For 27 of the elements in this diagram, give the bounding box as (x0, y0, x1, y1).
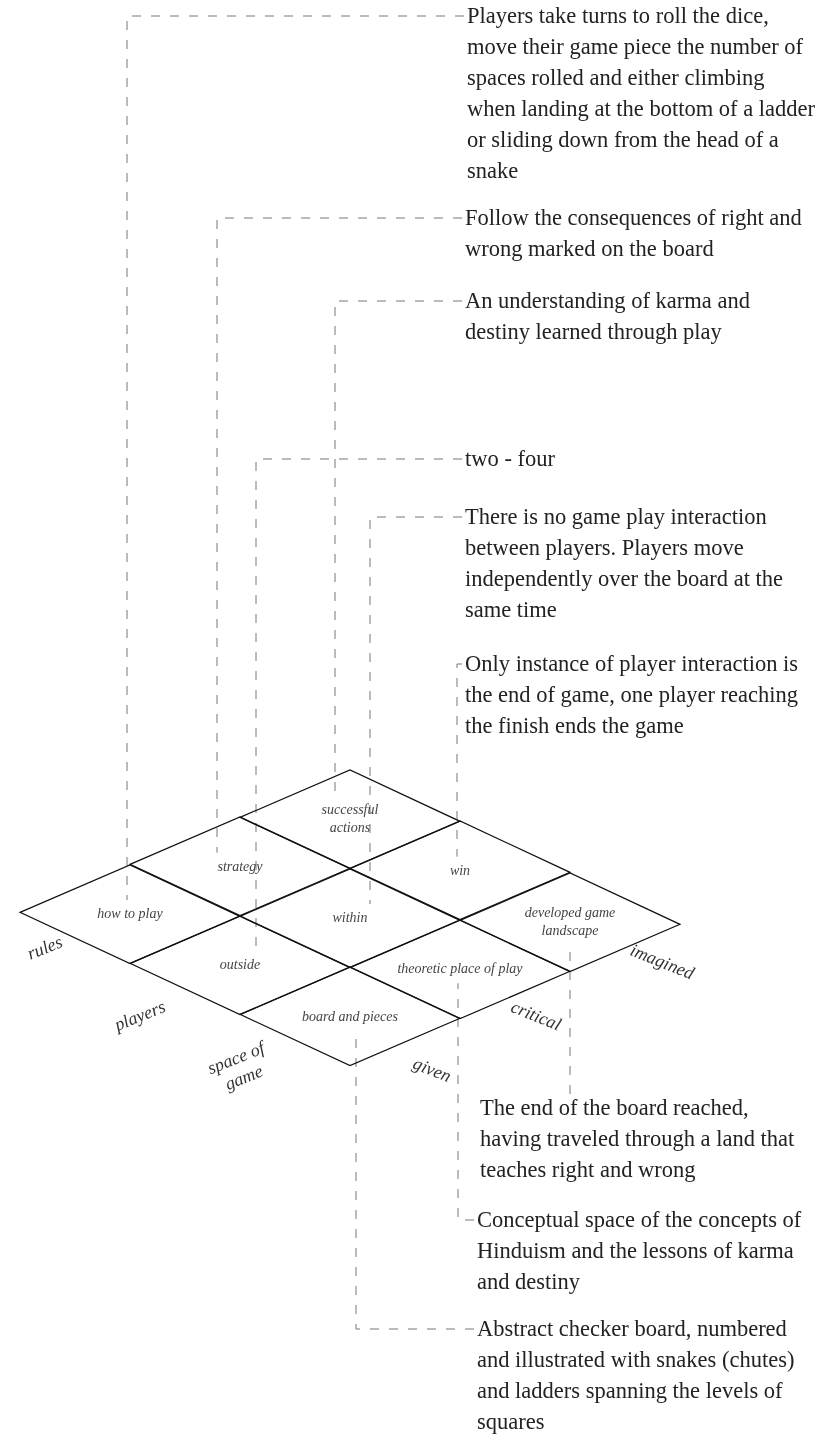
axis-label: rules (23, 930, 67, 966)
cell-label: theoretic place of play (396, 960, 524, 979)
axis-label: given (409, 1051, 455, 1089)
cell-label: successful actions (320, 801, 380, 838)
axis-label: space of game (203, 1036, 269, 1096)
cell-label: within (331, 909, 369, 927)
annotation-text: There is no game play interaction between players. Players move independently over the board at the same time (465, 501, 817, 625)
axis-label: critical (507, 995, 566, 1037)
annotation-text: Players take turns to roll the dice, move their game piece the number of spaces rolled and either climbing when landing at the bottom of a ladder or sliding down from the head of a snake (467, 0, 817, 186)
leader-line (216, 217, 463, 854)
annotation-text: Abstract checker board, numbered and illustrated with snakes (chutes) and ladders spanning the levels of squares (477, 1313, 807, 1437)
cell-label: outside (218, 956, 262, 975)
cell-label: strategy (216, 857, 264, 876)
annotation-text: Conceptual space of the concepts of Hinduism and the lessons of karma and destiny (477, 1204, 817, 1297)
leader-line (126, 15, 465, 901)
leader-line (369, 516, 463, 905)
leader-line (456, 663, 463, 858)
leader-line (457, 982, 475, 1221)
annotation-text: An understanding of karma and destiny learned through play (465, 285, 815, 347)
cell-label: win (448, 861, 472, 880)
annotation-text: The end of the board reached, having traveled through a land that teaches right and wrong (480, 1092, 810, 1185)
annotation-text: two - four (465, 443, 815, 474)
cell-label: board and pieces (301, 1007, 399, 1026)
annotation-text: Follow the consequences of right and wrong marked on the board (465, 202, 815, 264)
annotation-text: Only instance of player interaction is the end of game, one player reaching the finish ends the game (465, 648, 815, 741)
cell-label: developed game landscape (523, 904, 617, 940)
cell-label: how to play (96, 905, 164, 923)
